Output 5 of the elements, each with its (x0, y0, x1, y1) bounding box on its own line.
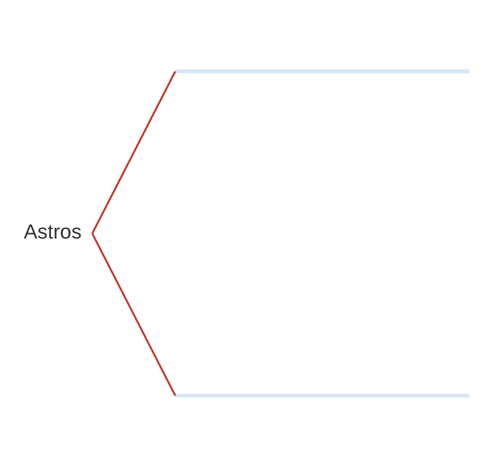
node-bar (174, 68, 470, 73)
node-bar (174, 393, 470, 398)
connector (91, 70, 176, 234)
connector (91, 232, 176, 396)
node-text: Astros (24, 220, 82, 243)
